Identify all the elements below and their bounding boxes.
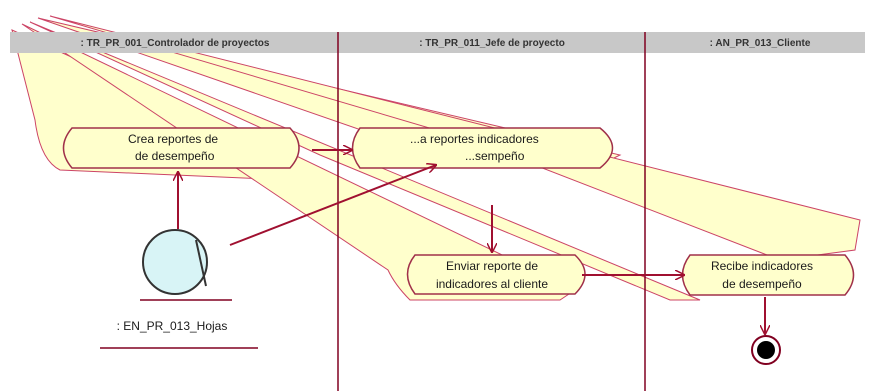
swimlane-title-controlador: : TR_PR_001_Controlador de proyectos	[81, 38, 270, 49]
activity-revisa-reportes[interactable]: ...a reportes indicadores ...sempeño	[351, 127, 614, 169]
activity-label-line2: de desempeño	[135, 149, 215, 163]
activity-enviar-reporte[interactable]: Enviar reporte de indicadores al cliente	[406, 254, 586, 295]
activity-label-line1: Crea reportes de	[128, 132, 218, 146]
activity-label-line1: Recibe indicadores	[711, 259, 813, 273]
activity-label-line2: ...sempeño	[465, 149, 525, 163]
control-flows	[178, 150, 765, 334]
final-node	[751, 335, 781, 365]
activity-label-line2: indicadores al cliente	[436, 277, 548, 291]
activity-label-line1: Enviar reporte de	[446, 259, 538, 273]
object-node-label: : EN_PR_013_Hojas	[117, 319, 228, 333]
activity-label-line1: ...a reportes indicadores	[410, 132, 539, 146]
activity-label-line2: de desempeño	[722, 277, 802, 291]
activity-crea-reportes[interactable]: Crea reportes de de desempeño	[62, 127, 300, 169]
swimlane-header	[10, 32, 865, 53]
swimlane-title-cliente: : AN_PR_013_Cliente	[710, 38, 811, 49]
activity-recibe-indicadores[interactable]: Recibe indicadores de desempeño	[681, 254, 855, 296]
swimlane-title-jefe: : TR_PR_011_Jefe de proyecto	[419, 38, 565, 49]
flow-object-to-revisa	[229, 165, 436, 246]
object-node-hojas[interactable]: : EN_PR_013_Hojas	[100, 229, 258, 349]
